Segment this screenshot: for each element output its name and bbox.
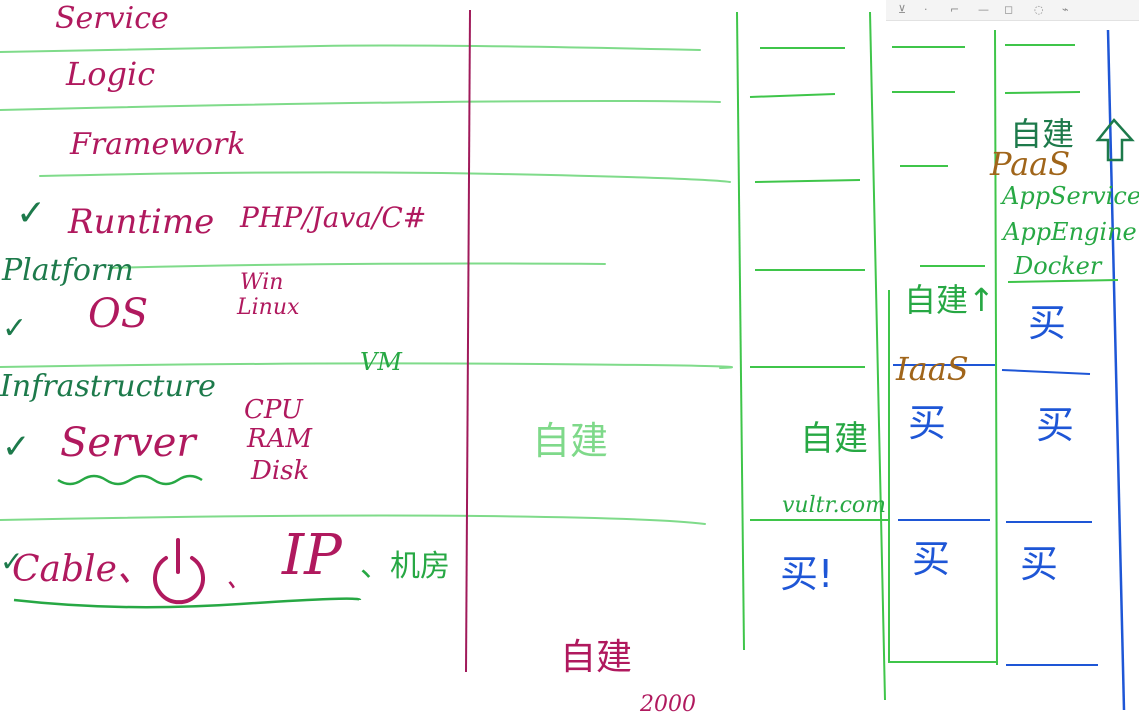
network-ip: IP	[282, 523, 342, 588]
network-room: 、机房	[360, 549, 450, 584]
divider-line	[0, 44, 701, 53]
iaas-buy: 买	[912, 537, 951, 581]
vps-buy: 买!	[780, 552, 834, 596]
os-example-win: Win	[240, 270, 284, 295]
check-icon: ✓	[16, 193, 47, 234]
check-icon: ✓	[2, 311, 28, 346]
paas-service: AppService	[1002, 182, 1139, 210]
column-line	[888, 290, 997, 663]
row-mark	[749, 93, 836, 98]
divider-line	[0, 362, 733, 369]
bottom-number: 2000	[640, 692, 696, 717]
self-build-label-bottom: 自建	[560, 637, 633, 678]
paas-self-build: 自建	[1010, 115, 1075, 153]
toolbar-item[interactable]: —	[978, 3, 989, 16]
underline	[13, 597, 362, 609]
layer-framework: Framework	[70, 127, 246, 162]
runtime-examples: PHP/Java/C#	[240, 201, 427, 234]
paas-buy: 买	[1036, 403, 1075, 447]
paas-service: AppEngine	[1003, 218, 1137, 246]
row-mark	[754, 179, 861, 183]
category-platform: Platform	[2, 253, 134, 288]
toolbar-item[interactable]: ·	[924, 3, 928, 16]
layer-service: Service	[55, 1, 169, 36]
row-mark	[1007, 279, 1119, 283]
paas-label: PaaS	[990, 145, 1071, 183]
separator-line	[1106, 29, 1126, 711]
paas-service: Docker	[1014, 252, 1102, 280]
divider-line	[109, 262, 606, 269]
layer-runtime: Runtime	[68, 202, 215, 242]
toolbar-item[interactable]: ⊻	[898, 3, 907, 16]
iaas-self-build: 自建↑	[904, 281, 995, 319]
vps-self-build: 自建	[800, 419, 868, 459]
server-part-cpu: CPU	[244, 395, 303, 425]
drawing-toolbar: ⊻ · ⌐ — ◻ ◌ ⌁	[886, 0, 1139, 21]
layer-os: OS	[88, 291, 149, 337]
toolbar-item[interactable]: ⌐	[950, 3, 960, 16]
self-build-label: 自建	[532, 419, 609, 463]
category-infrastructure: Infrastructure	[0, 369, 216, 404]
power-icon	[153, 538, 205, 605]
divider-line	[0, 514, 706, 525]
squiggle-underline	[57, 474, 203, 486]
vm-label: VM	[360, 348, 402, 376]
up-arrow-icon	[1095, 118, 1135, 162]
check-icon: ✓	[0, 545, 24, 578]
row-mark	[1001, 369, 1091, 375]
network-cable: Cable、	[12, 549, 153, 590]
divider-line	[0, 100, 721, 111]
column-line	[736, 11, 745, 651]
os-example-linux: Linux	[237, 295, 300, 320]
separator-line	[465, 9, 471, 673]
paas-buy: 买	[1028, 301, 1067, 345]
network-separator: 、	[226, 564, 253, 594]
check-icon: ✓	[2, 427, 31, 467]
vps-site: vultr.com	[782, 493, 886, 518]
layer-server: Server	[60, 420, 196, 466]
server-part-ram: RAM	[247, 424, 312, 454]
toolbar-item[interactable]: ◌	[1034, 3, 1044, 16]
server-part-disk: Disk	[251, 456, 310, 486]
iaas-buy: 买	[908, 401, 947, 445]
toolbar-item[interactable]: ⌁	[1062, 3, 1069, 16]
toolbar-item[interactable]: ◻	[1004, 3, 1014, 16]
column-line	[869, 11, 886, 701]
iaas-label: IaaS	[896, 350, 969, 388]
paas-buy: 买	[1020, 542, 1059, 586]
row-mark	[1004, 91, 1081, 94]
column-line	[994, 29, 998, 666]
divider-line	[39, 171, 731, 183]
layer-logic: Logic	[66, 55, 156, 93]
